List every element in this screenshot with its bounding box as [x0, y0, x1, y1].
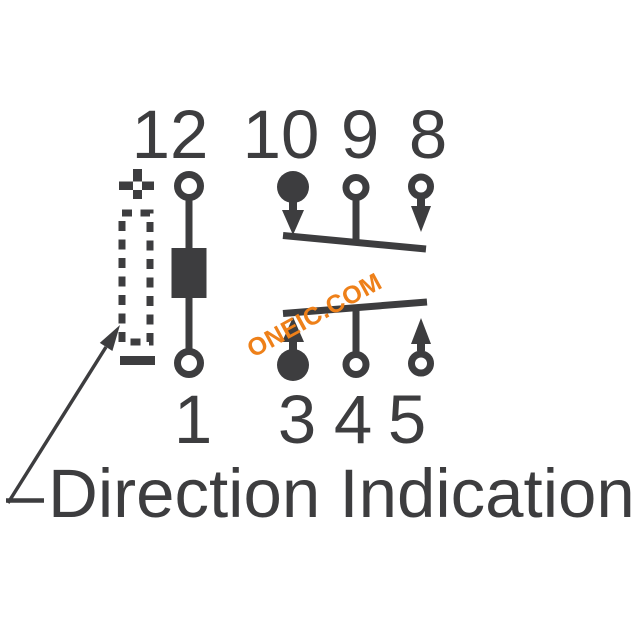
watermark-text: ONEIC.COM — [243, 268, 387, 364]
caption-text: Direction Indication — [48, 455, 635, 532]
direction-indicator-group — [118, 169, 155, 365]
coil-terminal-1 — [174, 348, 204, 378]
pin-label-3: 3 — [278, 381, 316, 458]
pin-label-9: 9 — [341, 96, 379, 173]
coil-terminal-12 — [174, 171, 204, 201]
pin-10-contact-dot — [277, 171, 309, 203]
pin-5-arrow-up — [411, 318, 431, 344]
coil-body — [171, 248, 207, 298]
contact-row-bottom — [277, 298, 434, 381]
plus-symbol — [119, 169, 154, 199]
pin-label-12: 12 — [132, 96, 209, 173]
direction-indicator-box — [118, 209, 154, 346]
leader-arrow-group — [6, 325, 120, 504]
minus-symbol — [120, 356, 155, 365]
pin-10-arrow-down — [282, 210, 304, 235]
leader-arrowhead — [99, 325, 120, 351]
pin-8-arrow-down — [411, 206, 431, 232]
pin-label-1: 1 — [174, 381, 212, 458]
contact-row-top — [277, 171, 434, 253]
pin-5-contact-ring — [408, 350, 434, 377]
coil-group — [171, 171, 207, 378]
pin-9-contact-ring — [342, 174, 370, 201]
pin-label-5: 5 — [388, 381, 426, 458]
pin-label-4: 4 — [334, 381, 372, 458]
leader-line — [6, 346, 108, 504]
pin-label-8: 8 — [409, 96, 447, 173]
pin-8-contact-ring — [408, 173, 434, 200]
pin-4-contact-ring — [342, 351, 370, 378]
pin-3-arrow-up — [282, 317, 304, 342]
pin-label-10: 10 — [243, 96, 320, 173]
movable-blade-top — [282, 232, 427, 253]
pin-3-contact-dot — [277, 349, 309, 381]
